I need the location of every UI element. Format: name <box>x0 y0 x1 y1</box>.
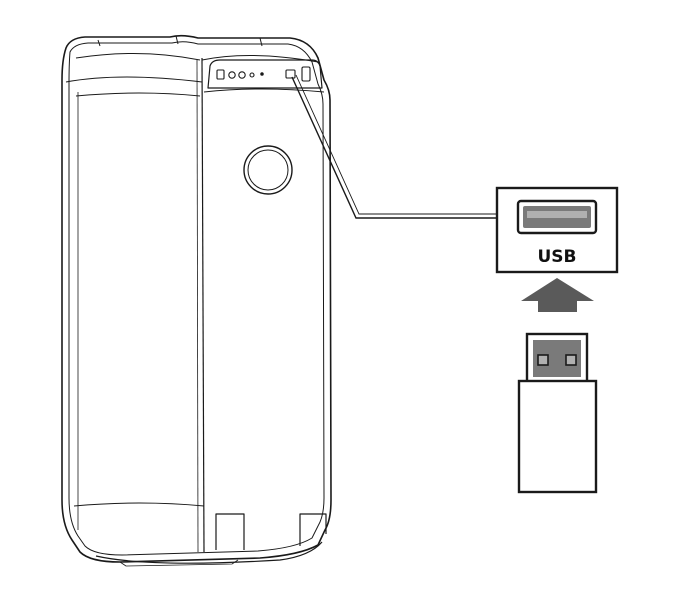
device-right-band <box>203 88 325 93</box>
front-logo-outer-icon <box>243 145 293 195</box>
callout-line-inner <box>295 74 500 215</box>
device-inner-shell <box>68 41 325 556</box>
usb-port-icon <box>516 199 598 235</box>
device-feet <box>95 513 327 567</box>
usb-port-label: USB <box>537 247 576 267</box>
device-center-seam-inner <box>196 59 199 553</box>
device-top-cap <box>65 52 319 83</box>
front-logo-inner-icon <box>247 149 289 191</box>
insert-arrow-up-icon <box>521 278 594 312</box>
control-panel <box>207 59 323 89</box>
usb-drive-contact <box>537 354 549 366</box>
device-top-ridge <box>97 35 263 47</box>
device-base-detail <box>119 559 239 567</box>
usb-drive-contact <box>565 354 577 366</box>
device-foot <box>299 513 327 546</box>
usb-port-on-device-icon <box>285 69 296 79</box>
panel-buttons <box>216 66 311 82</box>
device-upper-band <box>75 92 201 97</box>
device-outer-shell <box>61 34 332 563</box>
button-dot-icon <box>228 71 236 79</box>
device-lower-band <box>73 502 205 507</box>
usb-port-callout: USB <box>495 186 619 274</box>
callout-line <box>291 76 500 219</box>
usb-drive-body <box>517 379 598 494</box>
button-dot-icon <box>249 72 255 78</box>
button-dot-icon <box>238 71 246 79</box>
device-center-seam <box>201 57 205 553</box>
speaker-device <box>61 34 332 567</box>
usb-flash-drive-icon <box>517 332 598 494</box>
indicator-led-icon <box>260 72 264 76</box>
power-button-icon <box>216 69 225 80</box>
device-base <box>95 541 323 564</box>
device-foot <box>215 513 245 550</box>
aux-port-icon <box>301 66 311 82</box>
